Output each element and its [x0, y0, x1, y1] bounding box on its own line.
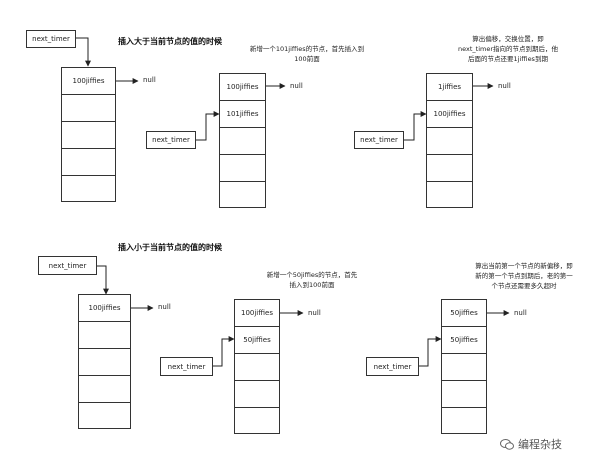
null-label: null: [143, 76, 156, 84]
list-node: [62, 149, 115, 176]
list-node: 100jiffies: [235, 300, 279, 327]
list-node: [235, 381, 279, 408]
list-node: 100jiffies: [62, 68, 115, 95]
pointer-arrow: [76, 37, 91, 67]
timer-list: 100jiffies: [78, 294, 131, 429]
list-node: [79, 403, 130, 430]
list-node: [442, 381, 486, 408]
next-timer-box: next_timer: [38, 256, 97, 275]
section-title: 插入小于当前节点的值的时候: [118, 243, 222, 252]
next-timer-box: next_timer: [354, 131, 404, 149]
list-node: [220, 128, 265, 155]
list-node: 100jiffies: [427, 101, 472, 128]
section-title: 插入大于当前节点的值的时候: [118, 37, 222, 46]
watermark-text: 编程杂技: [518, 438, 562, 451]
list-node: 50jiffies: [235, 327, 279, 354]
pointer-arrow: [196, 111, 220, 141]
list-node: [79, 376, 130, 403]
null-label: null: [498, 82, 511, 90]
annotation: 新增一个101jiffies的节点，首先插入到100前面: [249, 45, 365, 63]
timer-list: 50jiffies 50jiffies: [441, 299, 487, 434]
pointer-arrow: [419, 336, 442, 367]
list-node: [79, 322, 130, 349]
pointer-arrow: [404, 111, 427, 141]
list-node: 50jiffies: [442, 327, 486, 354]
list-node: 1jiffies: [427, 74, 472, 101]
timer-list: 100jiffies: [61, 67, 116, 202]
list-node: 100jiffies: [220, 74, 265, 101]
list-node: 100jiffies: [79, 295, 130, 322]
list-node: [220, 182, 265, 209]
list-node: 101jiffies: [220, 101, 265, 128]
pointer-arrow: [97, 265, 109, 295]
annotation: 算出偏移，交换位置，即next_timer指向的节点到期后，他后面的节点还要1j…: [458, 35, 559, 63]
annotation: 算出当前第一个节点的新偏移，即新的第一个节点到期后，老的第一个节点还需要多久超时: [475, 262, 573, 290]
null-label: null: [158, 303, 171, 311]
next-timer-box: next_timer: [146, 131, 196, 149]
timer-list: 100jiffies 101jiffies: [219, 73, 266, 208]
null-label: null: [308, 309, 321, 317]
watermark: 编程杂技: [500, 436, 562, 452]
list-node: [235, 408, 279, 435]
list-node: [442, 354, 486, 381]
null-label: null: [290, 82, 303, 90]
next-timer-box: next_timer: [160, 357, 213, 376]
timer-list: 100jiffies 50jiffies: [234, 299, 280, 434]
list-node: [427, 155, 472, 182]
timer-list: 1jiffies 100jiffies: [426, 73, 473, 208]
list-node: [79, 349, 130, 376]
next-timer-box: next_timer: [366, 357, 419, 376]
list-node: [62, 176, 115, 203]
list-node: [235, 354, 279, 381]
list-node: 50jiffies: [442, 300, 486, 327]
wechat-icon: [500, 438, 514, 450]
list-node: [427, 182, 472, 209]
null-label: null: [514, 309, 527, 317]
next-timer-box: next_timer: [26, 30, 76, 48]
list-node: [427, 128, 472, 155]
pointer-arrow: [213, 336, 235, 367]
list-node: [62, 122, 115, 149]
list-node: [62, 95, 115, 122]
list-node: [220, 155, 265, 182]
annotation: 新增一个50jiffies的节点，首先插入到100前面: [266, 271, 358, 289]
list-node: [442, 408, 486, 435]
